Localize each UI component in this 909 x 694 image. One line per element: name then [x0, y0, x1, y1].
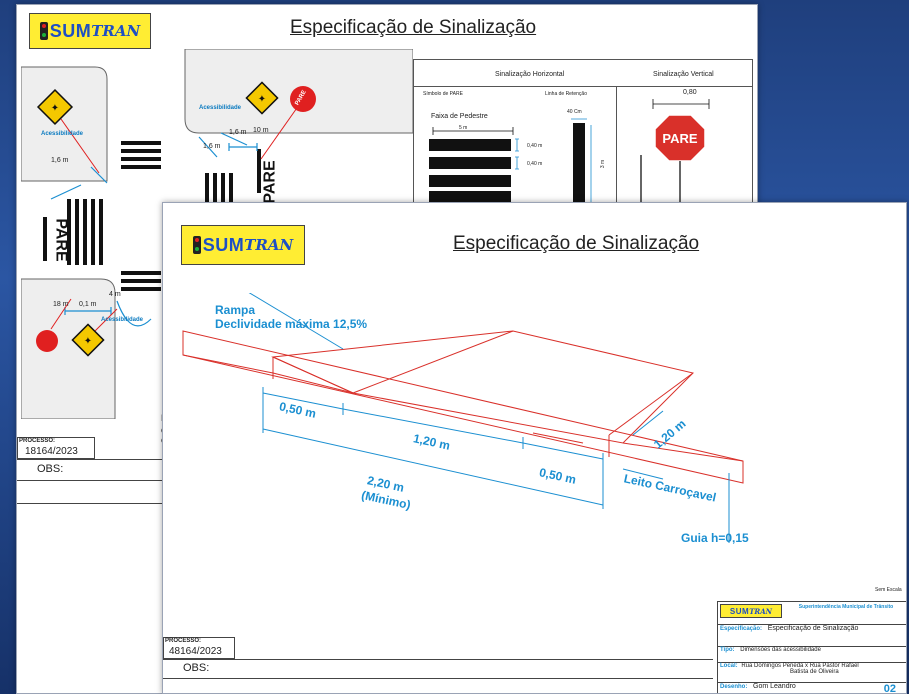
logo-text-sum: SUM: [49, 20, 92, 41]
obs-label: OBS:: [37, 463, 64, 475]
page-title: Especificação de Sinalização: [290, 17, 537, 38]
local-value-2: Batista de Oliveira: [790, 669, 839, 675]
svg-text:✦: ✦: [84, 336, 92, 347]
title-block-spec-row: Especificação: Especificação de Sinaliza…: [718, 624, 906, 640]
logo-text-sum: SUM: [202, 234, 245, 255]
process-box-front: [163, 637, 235, 659]
title-block-local-row: Local: Rua Domingos Peneda x Rua Pastor …: [718, 662, 906, 680]
slope-label: Declividade máxima 12,5%: [215, 317, 368, 331]
vertical-signage-header: Sinalização Vertical: [653, 71, 714, 78]
process-box: [17, 437, 95, 459]
stop-symbol-label: Símbolo de PARE: [423, 91, 463, 97]
obs-label-front: OBS:: [183, 662, 210, 674]
crosswalk-label: Faixa de Pedestre: [431, 113, 488, 120]
logo-text-sum: SUM: [729, 606, 750, 616]
map-label-accessibility-3: Acessibilidade: [101, 317, 144, 323]
sheet-number: 02: [883, 683, 896, 694]
traffic-light-icon: [39, 22, 48, 40]
ramp-label: Rampa: [215, 303, 256, 317]
title-block: SUM TRAN Superintendência Municipal de T…: [717, 601, 906, 694]
logo-text-tran: TRAN: [244, 236, 294, 254]
stop-sign-panel-text: PARE: [662, 131, 697, 146]
map-label-accessibility-2: Acessibilidade: [199, 105, 242, 111]
process-number-front: 48164/2023: [169, 646, 222, 657]
road-text-pare-2: PARE: [52, 218, 70, 262]
front-drawing-sheet: SUM TRAN Especificação de Sinalização: [162, 202, 907, 694]
logo-text-tran: TRAN: [91, 22, 141, 40]
obs-row-front: [163, 659, 713, 679]
ramp-diagram: [182, 293, 744, 543]
sumtran-logo-front: SUM TRAN: [181, 225, 305, 265]
local-key: Local:: [720, 663, 738, 669]
signage-spec-drawings: PARE: [429, 99, 710, 209]
scale-note: Sem Escala: [875, 587, 902, 593]
curb-label: Guia h=0,15: [681, 531, 749, 545]
map-dim-3: 10 m: [253, 127, 269, 134]
spec-key: Especificação:: [720, 626, 763, 632]
drawing-key: Desenho:: [720, 684, 748, 690]
road-text-pare-1: PARE: [261, 160, 279, 204]
logo-text-tran: TRAN: [749, 606, 773, 616]
type-key: Tipo:: [720, 647, 735, 653]
traffic-light-icon: [192, 236, 201, 254]
gap-label-1: 0,40 m: [527, 143, 543, 149]
map-dim-7: 0,1 m: [79, 301, 97, 308]
crosswalk-stripes-top: [121, 141, 161, 169]
retention-width-label: 40 Cm: [567, 109, 582, 115]
pedestrian-warning-sign-icon: ✦: [36, 88, 74, 126]
map-dim-6: 4 m: [109, 291, 121, 298]
map-dim-5: 18 m: [53, 301, 69, 308]
crosswalk-width-label: 5 m: [459, 125, 468, 131]
svg-text:✦: ✦: [51, 103, 59, 114]
type-value: Dimensões das acessibilidade: [740, 647, 821, 653]
title-block-logo: SUM TRAN: [720, 604, 782, 618]
gap-label-2: 0,40 m: [527, 161, 543, 167]
horizontal-signage-header: Sinalização Horizontal: [495, 71, 565, 78]
drawing-value: Gom Leandro: [753, 683, 796, 690]
sign-size-label: 0,80: [683, 89, 697, 96]
map-dim-2: 1,6 m: [229, 129, 247, 136]
map-dim-1: 1,6 m: [51, 157, 69, 164]
title-block-drawing-row: Desenho: Gom Leandro 02: [718, 682, 906, 694]
map-label-accessibility-1: Acessibilidade: [41, 131, 84, 137]
process-number: 18164/2023: [25, 446, 78, 457]
spec-value: Especificação de Sinalização: [767, 625, 859, 632]
svg-text:✦: ✦: [258, 94, 266, 105]
org-name: Superintendência Municipal de Trânsito: [798, 604, 894, 610]
local-value: Rua Domingos Peneda x Rua Pastor Rafael: [741, 663, 859, 669]
title-block-type-row: Tipo: Dimensões das acessibilidade: [718, 646, 906, 656]
page-title-front: Especificação de Sinalização: [453, 233, 700, 254]
process-label-front: PROCESSO:: [165, 638, 202, 644]
map-dim-4: 1,6 m: [203, 143, 221, 150]
process-label: PROCESSO:: [19, 438, 56, 444]
retention-line-label: Linha de Retenção: [545, 91, 587, 97]
sumtran-logo: SUM TRAN: [29, 13, 151, 49]
